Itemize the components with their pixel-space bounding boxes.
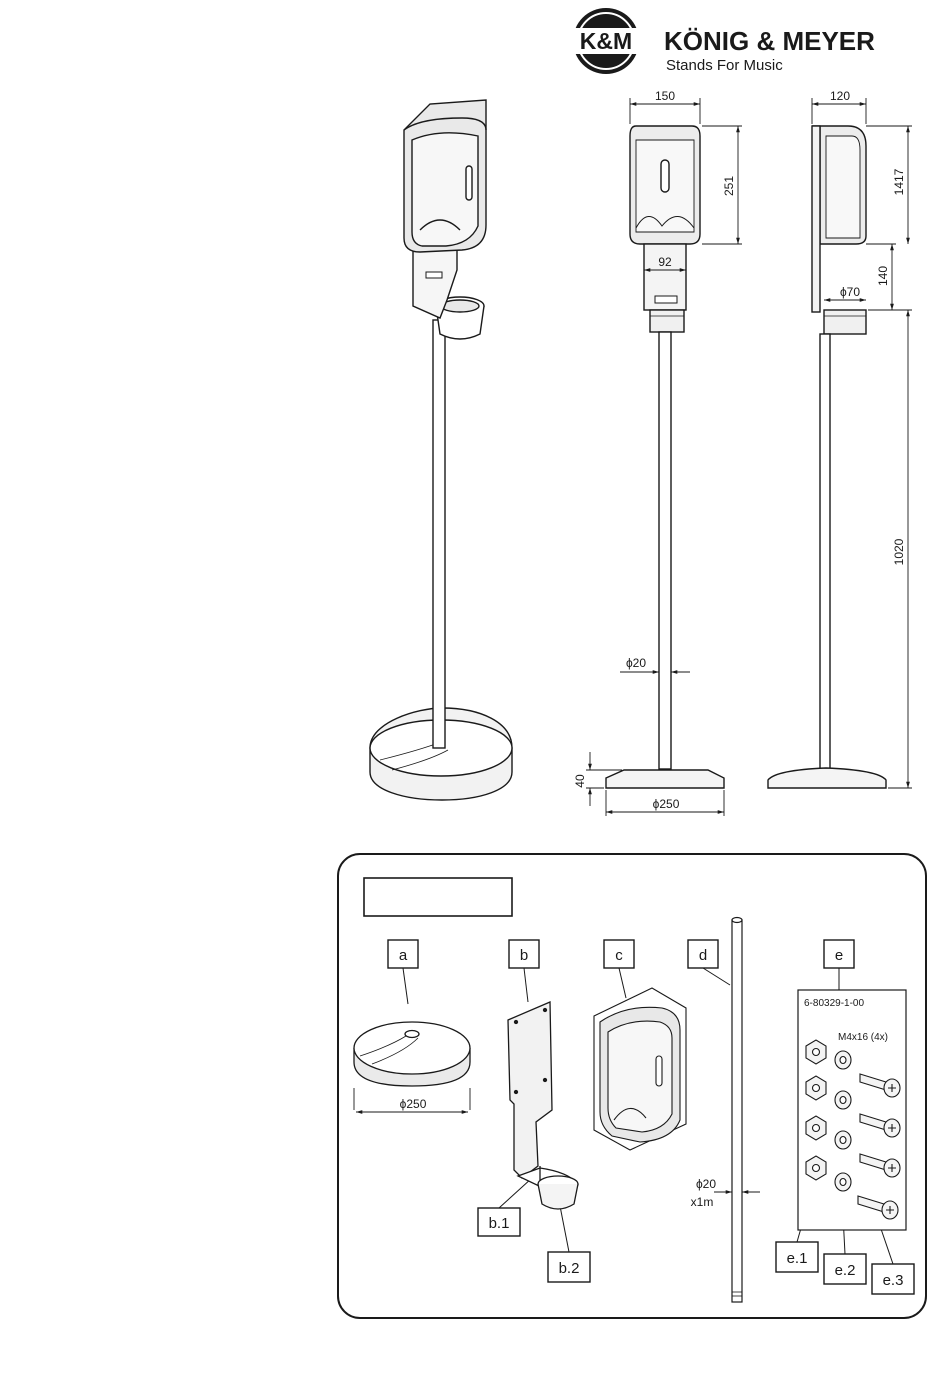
part-a-label: a [399, 947, 408, 964]
brand-tagline: Stands For Music [666, 57, 783, 74]
dim-bracket-height: 140 [876, 266, 890, 286]
nut-icon [806, 1040, 826, 1064]
brand-name: KÖNIG & MEYER [664, 26, 875, 56]
brand-logo: K&M KÖNIG & MEYER Stands For Music [566, 8, 875, 74]
washer-icon [835, 1173, 851, 1191]
dim-tube-diameter: ϕ20 [626, 656, 646, 670]
logo-text: K&M [580, 28, 632, 54]
part-e-hardware-bag [798, 990, 906, 1230]
front-view [606, 126, 724, 788]
dim-tube-length: 1020 [892, 538, 906, 565]
nut-icon [806, 1156, 826, 1180]
dim-front-width: 150 [655, 89, 675, 103]
part-e-label: e [835, 947, 843, 964]
parts-panel: a b c d e b.1 b.2 e.1 e.2 e.3 [338, 854, 926, 1318]
side-view [768, 126, 886, 788]
washer-icon [835, 1051, 851, 1069]
dim-side-depth: 120 [830, 89, 850, 103]
part-d-length: x1m [691, 1195, 714, 1209]
part-e2-label: e.2 [835, 1262, 856, 1279]
washer-icon [835, 1131, 851, 1149]
part-c-label: c [615, 947, 623, 964]
part-b1-label: b.1 [489, 1215, 510, 1232]
part-d-label: d [699, 947, 707, 964]
dim-base-height: 40 [573, 774, 587, 788]
part-d-dimension: ϕ20 [696, 1177, 716, 1191]
part-a-dimension: ϕ250 [400, 1097, 427, 1111]
dim-cup-diameter: ϕ70 [840, 285, 860, 299]
part-e-screw-spec: M4x16 (4x) [838, 1032, 888, 1043]
nut-icon [806, 1076, 826, 1100]
part-b2-label: b.2 [559, 1260, 580, 1277]
part-b-label: b [520, 947, 528, 964]
dim-base-diameter: ϕ250 [653, 797, 680, 811]
parts-title-box [364, 878, 512, 916]
part-e1-label: e.1 [787, 1250, 808, 1267]
dim-dispenser-height: 251 [722, 176, 736, 196]
dim-bracket-width: 92 [658, 255, 672, 269]
washer-icon [835, 1091, 851, 1109]
dim-total-height: 1417 [892, 168, 906, 195]
nut-icon [806, 1116, 826, 1140]
part-e3-label: e.3 [883, 1272, 904, 1289]
part-e-bag-code: 6-80329-1-00 [804, 998, 864, 1009]
perspective-view [370, 100, 512, 800]
